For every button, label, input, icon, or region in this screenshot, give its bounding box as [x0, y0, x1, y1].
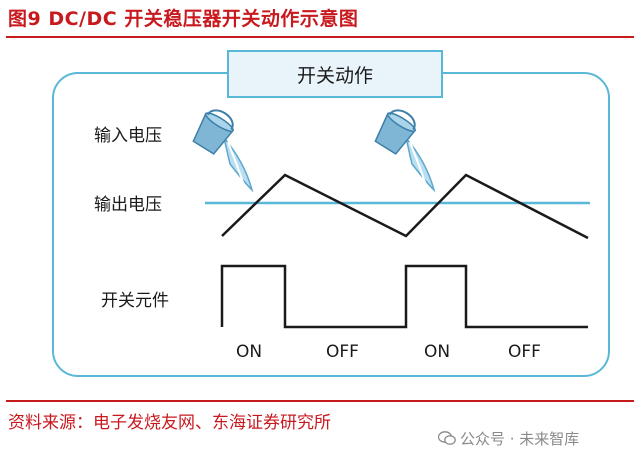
source-text: 资料来源：电子发烧友网、东海证券研究所 — [8, 413, 331, 433]
watermark: 公众号 · 未来智库 — [438, 428, 579, 449]
switch-pulse-waveform — [220, 264, 588, 329]
switch-state-off-2: OFF — [508, 342, 541, 362]
label-input-voltage: 输入电压 — [94, 126, 162, 146]
label-output-voltage: 输出电压 — [94, 195, 162, 215]
source-rule — [6, 400, 634, 402]
switch-action-box: 开关动作 — [227, 50, 443, 98]
title-rule — [6, 36, 634, 38]
bucket-pour-icon — [192, 109, 254, 193]
wechat-icon — [438, 431, 456, 445]
switch-state-on-1: ON — [236, 342, 263, 362]
sawtooth-waveform — [221, 173, 589, 240]
switch-state-on-2: ON — [424, 342, 451, 362]
bucket-pour-icon — [374, 109, 436, 193]
watermark-text: 公众号 · 未来智库 — [460, 430, 580, 448]
switch-state-off-1: OFF — [326, 342, 359, 362]
switch-action-label: 开关动作 — [296, 64, 373, 87]
label-switch-element: 开关元件 — [101, 291, 169, 311]
figure-title: 图9 DC/DC 开关稳压器开关动作示意图 — [8, 8, 359, 30]
